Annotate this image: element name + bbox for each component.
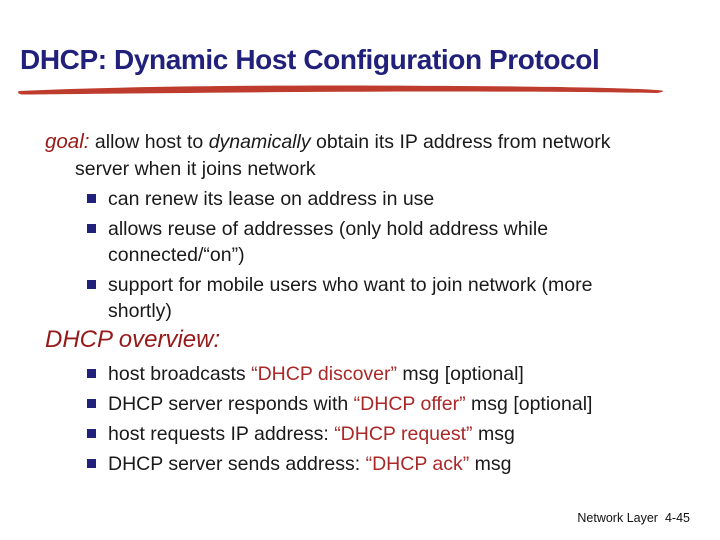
bullet-text: DHCP server responds with “DHCP offer” m…: [108, 393, 593, 415]
bullet-text: DHCP server sends address: “DHCP ack” ms…: [108, 453, 512, 475]
goal-line1-emphasis: dynamically: [208, 131, 311, 153]
square-bullet-icon: [87, 194, 96, 203]
dhcp-ack-phrase: “DHCP ack”: [365, 453, 470, 475]
list-item: host broadcasts “DHCP discover” msg [opt…: [87, 362, 707, 386]
square-bullet-icon: [87, 459, 96, 468]
bullet-text: allows reuse of addresses (only hold add…: [108, 218, 549, 266]
goal-label: goal:: [45, 130, 90, 153]
list-item: allows reuse of addresses (only hold add…: [87, 216, 697, 268]
footer-section-label: Network Layer: [577, 511, 658, 525]
list-item: DHCP server sends address: “DHCP ack” ms…: [87, 452, 707, 476]
goal-paragraph: goal: allow host to dynamically obtain i…: [45, 128, 695, 183]
page-title: DHCP: Dynamic Host Configuration Protoco…: [20, 44, 600, 75]
dhcp-discover-phrase: “DHCP discover”: [251, 363, 398, 385]
goal-bullet-list: can renew its lease on address in use al…: [87, 186, 697, 328]
list-item: host requests IP address: “DHCP request”…: [87, 422, 707, 446]
goal-line1-pre: allow host to: [89, 131, 209, 153]
square-bullet-icon: [87, 399, 96, 408]
square-bullet-icon: [87, 224, 96, 233]
square-bullet-icon: [87, 369, 96, 378]
title-underline-stroke-icon: [18, 85, 663, 95]
bullet-text: host requests IP address: “DHCP request”…: [108, 423, 515, 445]
list-item: support for mobile users who want to joi…: [87, 272, 697, 324]
overview-bullet-list: host broadcasts “DHCP discover” msg [opt…: [87, 362, 707, 482]
bullet-text: support for mobile users who want to joi…: [108, 274, 593, 322]
dhcp-offer-phrase: “DHCP offer”: [353, 393, 466, 415]
footer: Network Layer 4-45: [577, 511, 690, 525]
bullet-text: can renew its lease on address in use: [108, 188, 435, 210]
bullet-text: host broadcasts “DHCP discover” msg [opt…: [108, 363, 524, 385]
overview-heading: DHCP overview:: [45, 326, 221, 353]
goal-line1-post: obtain its IP address from network: [310, 131, 611, 153]
dhcp-request-phrase: “DHCP request”: [334, 423, 473, 445]
list-item: DHCP server responds with “DHCP offer” m…: [87, 392, 707, 416]
list-item: can renew its lease on address in use: [87, 186, 697, 212]
page-number: 4-45: [664, 511, 690, 525]
goal-line2: server when it joins network: [75, 158, 316, 180]
square-bullet-icon: [87, 280, 96, 289]
square-bullet-icon: [87, 429, 96, 438]
